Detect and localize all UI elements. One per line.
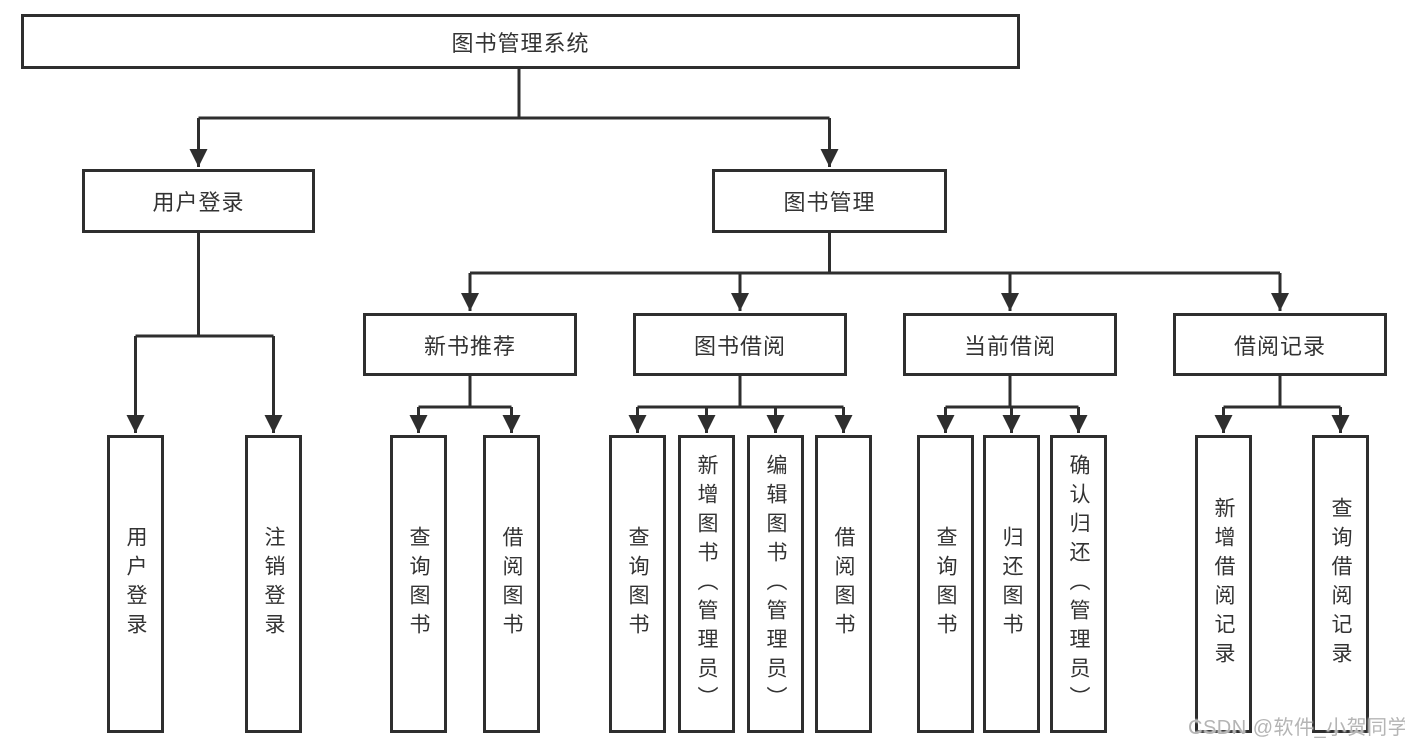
leaf-user-login: 用户登录 xyxy=(107,435,164,733)
leaf-label: 借阅图书 xyxy=(832,526,856,642)
node-library-management-system: 图书管理系统 xyxy=(21,14,1020,69)
leaf-recommend-query-books: 查询图书 xyxy=(390,435,447,733)
leaf-return-books: 归还图书 xyxy=(983,435,1040,733)
leaf-label: 用户登录 xyxy=(124,526,148,642)
node-label: 图书管理系统 xyxy=(451,30,590,56)
node-label: 图书管理 xyxy=(783,190,876,215)
leaf-label: 确认归还（管理员） xyxy=(1067,453,1091,715)
node-label: 用户登录 xyxy=(152,190,245,215)
node-book-borrowing: 图书借阅 xyxy=(633,313,847,376)
node-current-borrowing: 当前借阅 xyxy=(903,313,1117,376)
leaf-confirm-return-admin: 确认归还（管理员） xyxy=(1050,435,1107,733)
leaf-query-borrow-record: 查询借阅记录 xyxy=(1312,435,1369,733)
leaf-label: 查询借阅记录 xyxy=(1329,497,1353,671)
leaf-edit-books-admin: 编辑图书（管理员） xyxy=(747,435,804,733)
node-user-login: 用户登录 xyxy=(82,169,315,233)
leaf-borrowing-borrow-books: 借阅图书 xyxy=(815,435,872,733)
node-borrowing-records: 借阅记录 xyxy=(1173,313,1387,376)
leaf-add-books-admin: 新增图书（管理员） xyxy=(678,435,735,733)
leaf-logout-login: 注销登录 xyxy=(245,435,302,733)
leaf-label: 新增图书（管理员） xyxy=(695,453,719,715)
leaf-label: 查询图书 xyxy=(626,526,650,642)
node-label: 当前借阅 xyxy=(963,333,1056,359)
leaf-label: 归还图书 xyxy=(1000,526,1024,642)
node-label: 新书推荐 xyxy=(423,333,516,359)
node-label: 图书借阅 xyxy=(693,333,786,359)
node-new-book-recommendation: 新书推荐 xyxy=(363,313,577,376)
leaf-label: 借阅图书 xyxy=(500,526,524,642)
leaf-label: 注销登录 xyxy=(262,526,286,642)
leaf-label: 新增借阅记录 xyxy=(1212,497,1236,671)
leaf-recommend-borrow-books: 借阅图书 xyxy=(483,435,540,733)
node-label: 借阅记录 xyxy=(1233,333,1326,359)
leaf-label: 查询图书 xyxy=(934,526,958,642)
leaf-current-query-books: 查询图书 xyxy=(917,435,974,733)
node-book-management: 图书管理 xyxy=(712,169,947,233)
leaf-label: 查询图书 xyxy=(407,526,431,642)
leaf-borrowing-query-books: 查询图书 xyxy=(609,435,666,733)
leaf-label: 编辑图书（管理员） xyxy=(764,453,788,715)
leaf-add-borrow-record: 新增借阅记录 xyxy=(1195,435,1252,733)
csdn-watermark: CSDN @软件_小贺同学 xyxy=(1188,717,1405,739)
